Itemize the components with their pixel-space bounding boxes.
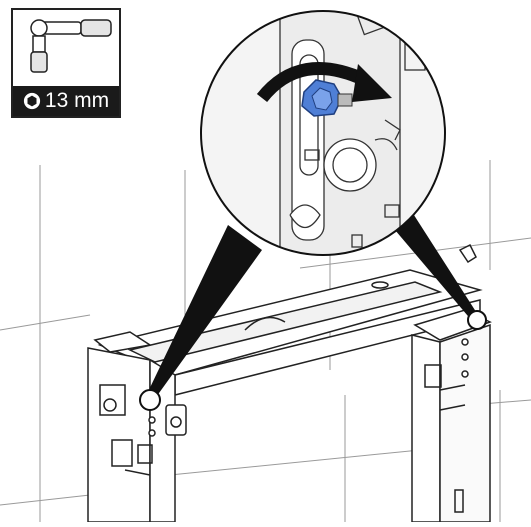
hex-bolt-icon (23, 92, 41, 110)
callout-pointers (146, 212, 480, 400)
top-rail (97, 269, 483, 396)
wrench-size-text: 13 mm (44, 89, 110, 112)
wrench-size-label: 13 mm (13, 86, 119, 116)
detail-magnifier (200, 10, 446, 256)
wall-tiles (0, 160, 531, 522)
left-upright (87, 331, 187, 523)
nut-icon (301, 79, 353, 117)
socket-wrench-icon (30, 19, 112, 73)
tool-panel: 13 mm (11, 8, 121, 118)
clockwise-arrow-icon (256, 62, 392, 103)
